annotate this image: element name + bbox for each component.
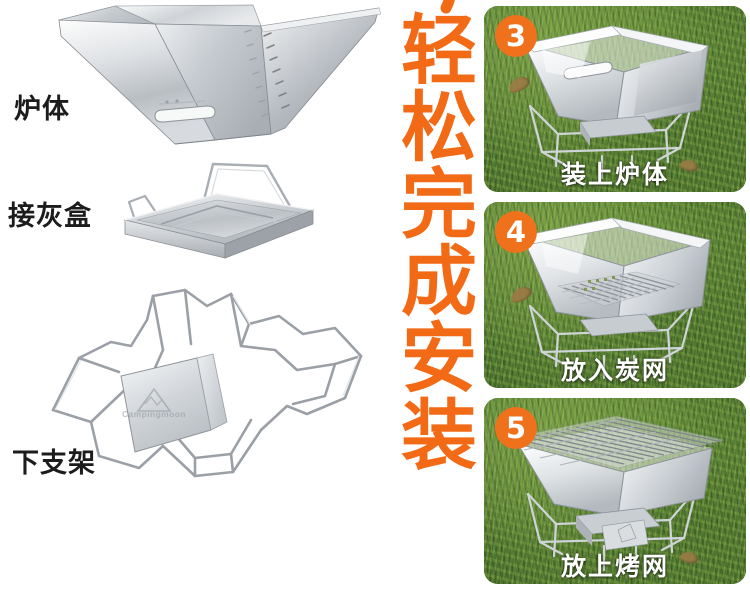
headline-char-1: 轻 (401, 6, 477, 95)
step-badge-3: 3 (495, 15, 537, 57)
step-badge-5: 5 (495, 407, 537, 449)
headline-char-6: 装 (401, 391, 477, 480)
headline-char-4: 成 (401, 237, 477, 326)
headline-char-3: 完 (401, 160, 477, 249)
part-label-lower-stand: 下支架 (12, 448, 96, 479)
step-caption-4: 放入炭网 (560, 355, 669, 385)
step-panel-5: 5 放上烤网 (484, 398, 746, 584)
headline-partial-stroke (422, 0, 468, 14)
part-label-ash-tray: 接灰盒 (8, 201, 92, 232)
step-panel-3: 3 装上炉体 (484, 6, 746, 192)
grill-photo-5 (484, 398, 746, 584)
step-badge-4: 4 (495, 211, 537, 253)
step-caption-5: 放上烤网 (560, 551, 669, 581)
part-label-stove-body: 炉体 (14, 94, 70, 125)
grill-photo-3 (484, 6, 746, 192)
headline-char-5: 安 (401, 314, 477, 403)
stove-body-image (55, 2, 385, 157)
step-panels: 3 装上炉体 (484, 2, 746, 592)
step-panel-4: 4 放入炭网 (484, 202, 746, 388)
ash-tray-image (105, 158, 335, 273)
vertical-headline: 轻 松 完 成 安 装 (398, 0, 480, 594)
headline-char-2: 松 (401, 83, 477, 172)
parts-diagram: Campingmoon 炉体 接灰盒 下支架 (8, 2, 385, 479)
step-caption-3: 装上炉体 (560, 159, 669, 189)
grill-photo-4 (484, 202, 746, 388)
